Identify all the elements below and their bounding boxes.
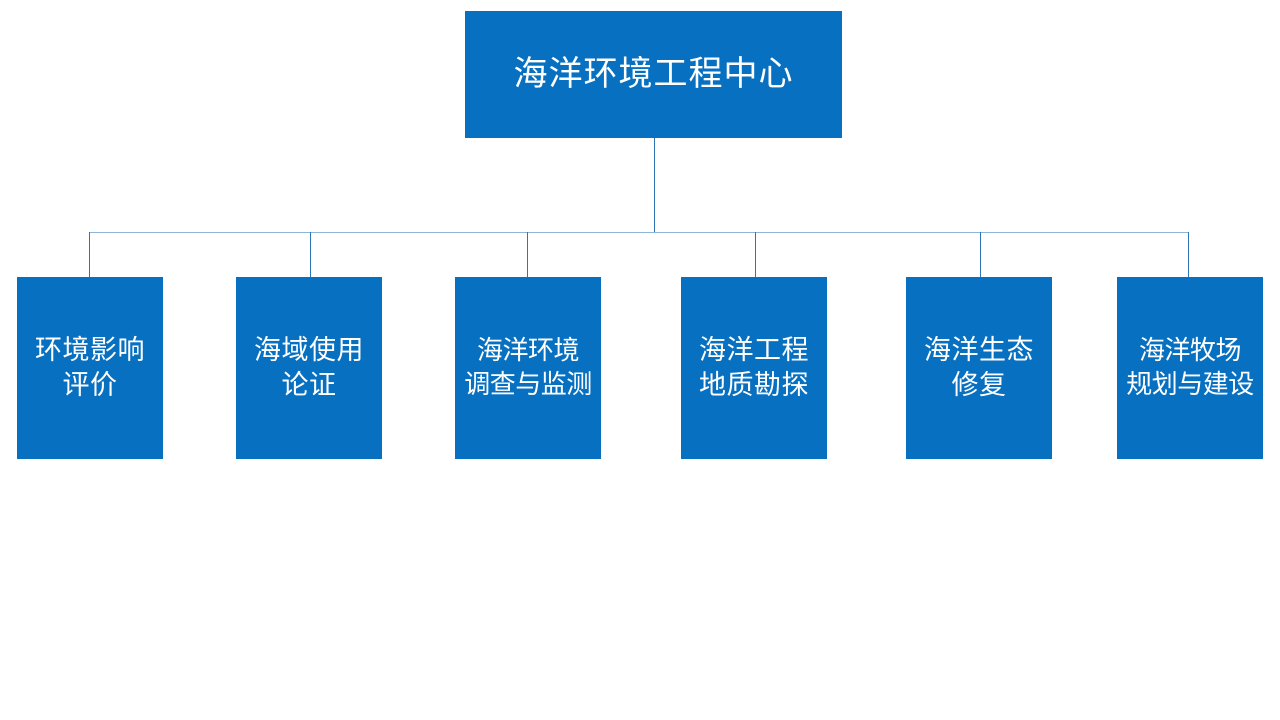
org-node-child-6[interactable]: 海洋牧场 规划与建设 [1117, 277, 1263, 459]
org-node-child-5[interactable]: 海洋生态 修复 [906, 277, 1052, 459]
connector-drop-6 [1188, 232, 1189, 277]
org-node-child-3-label: 海洋环境 调查与监测 [464, 336, 592, 399]
org-node-child-3[interactable]: 海洋环境 调查与监测 [455, 277, 601, 459]
connector-drop-2 [310, 232, 311, 277]
org-node-child-2-label: 海域使用 论证 [254, 334, 364, 400]
org-node-child-4-label: 海洋工程 地质勘探 [699, 334, 809, 400]
connector-horizontal-bus [89, 232, 1189, 233]
org-node-child-1-label: 环境影响 评价 [35, 334, 145, 400]
org-node-child-5-label: 海洋生态 修复 [924, 334, 1034, 400]
org-node-child-1[interactable]: 环境影响 评价 [17, 277, 163, 459]
org-node-root[interactable]: 海洋环境工程中心 [465, 11, 842, 138]
connector-drop-4 [755, 232, 756, 277]
connector-drop-5 [980, 232, 981, 277]
org-node-root-label: 海洋环境工程中心 [513, 55, 794, 93]
connector-drop-3 [527, 232, 528, 277]
org-node-child-4[interactable]: 海洋工程 地质勘探 [681, 277, 827, 459]
connector-root-stem [654, 138, 655, 232]
org-node-child-2[interactable]: 海域使用 论证 [236, 277, 382, 459]
connector-drop-1 [89, 232, 90, 277]
org-node-child-6-label: 海洋牧场 规划与建设 [1126, 336, 1254, 399]
